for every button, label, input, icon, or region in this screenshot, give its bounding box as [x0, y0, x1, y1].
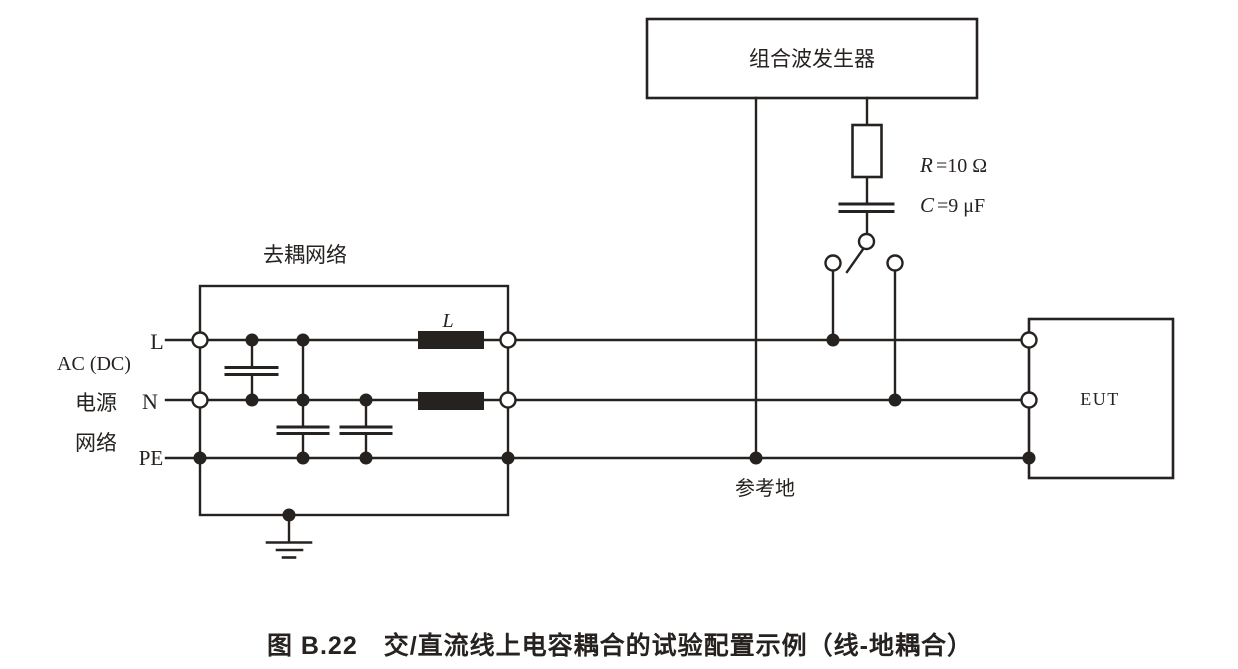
switch-blade [845, 246, 866, 274]
eut-l-terminal [1020, 331, 1038, 349]
wiring [164, 96, 1031, 559]
capacitor-value: =9 μF [937, 195, 985, 217]
resistor-body [851, 123, 883, 179]
conductor-l-label: L [150, 329, 163, 354]
resistor-symbol: R [919, 153, 933, 177]
junction-dot [296, 393, 310, 407]
decoupling-l-out-terminal [499, 331, 517, 349]
capacitor-symbol: C [920, 193, 935, 217]
decoupling-n-in-terminal [191, 391, 209, 409]
junction-dot [888, 393, 902, 407]
switch-contact-n-terminal [886, 254, 904, 272]
generator-box [645, 17, 979, 100]
earth-junction-dot [282, 508, 296, 522]
resistor-value: =10 Ω [936, 155, 987, 177]
source-label-line1: AC (DC) [57, 353, 131, 375]
eut-n-terminal [1020, 391, 1038, 409]
eut-pe-terminal-dot [1022, 451, 1036, 465]
junction-dot [826, 333, 840, 347]
decoupling-network-label: 去耦网络 [263, 243, 347, 267]
junction-dot [245, 333, 259, 347]
junction-dot [359, 393, 373, 407]
junction-dot [245, 393, 259, 407]
decoupling-inductor-n [418, 392, 484, 410]
junction-dot [359, 451, 373, 465]
junction-dot [296, 333, 310, 347]
junction-dot [501, 451, 515, 465]
decoupling-n-out-terminal [499, 391, 517, 409]
reference-ground-junction-dot [749, 451, 763, 465]
conductor-n-label: N [142, 389, 158, 414]
decoupling-l-in-terminal [191, 331, 209, 349]
decoupling-inductor-label: L [441, 310, 453, 332]
terminals [191, 232, 1038, 409]
junction-dot [296, 451, 310, 465]
junction-dot [193, 451, 207, 465]
figure-caption: 图 B.22 交/直流线上电容耦合的试验配置示例（线-地耦合） [267, 631, 973, 660]
switch-contact-l-terminal [824, 254, 842, 272]
source-label-line2: 电源 [75, 391, 117, 415]
reference-ground-label: 参考地 [735, 477, 795, 500]
generator-label: 组合波发生器 [749, 47, 875, 71]
eut-label: EUT [1080, 389, 1120, 409]
source-label-line3: 网络 [75, 431, 117, 455]
switch-pole-terminal [857, 232, 876, 251]
decoupling-inductor-l [418, 331, 484, 349]
conductor-pe-label: PE [139, 446, 164, 470]
junction-dots [193, 333, 1036, 522]
